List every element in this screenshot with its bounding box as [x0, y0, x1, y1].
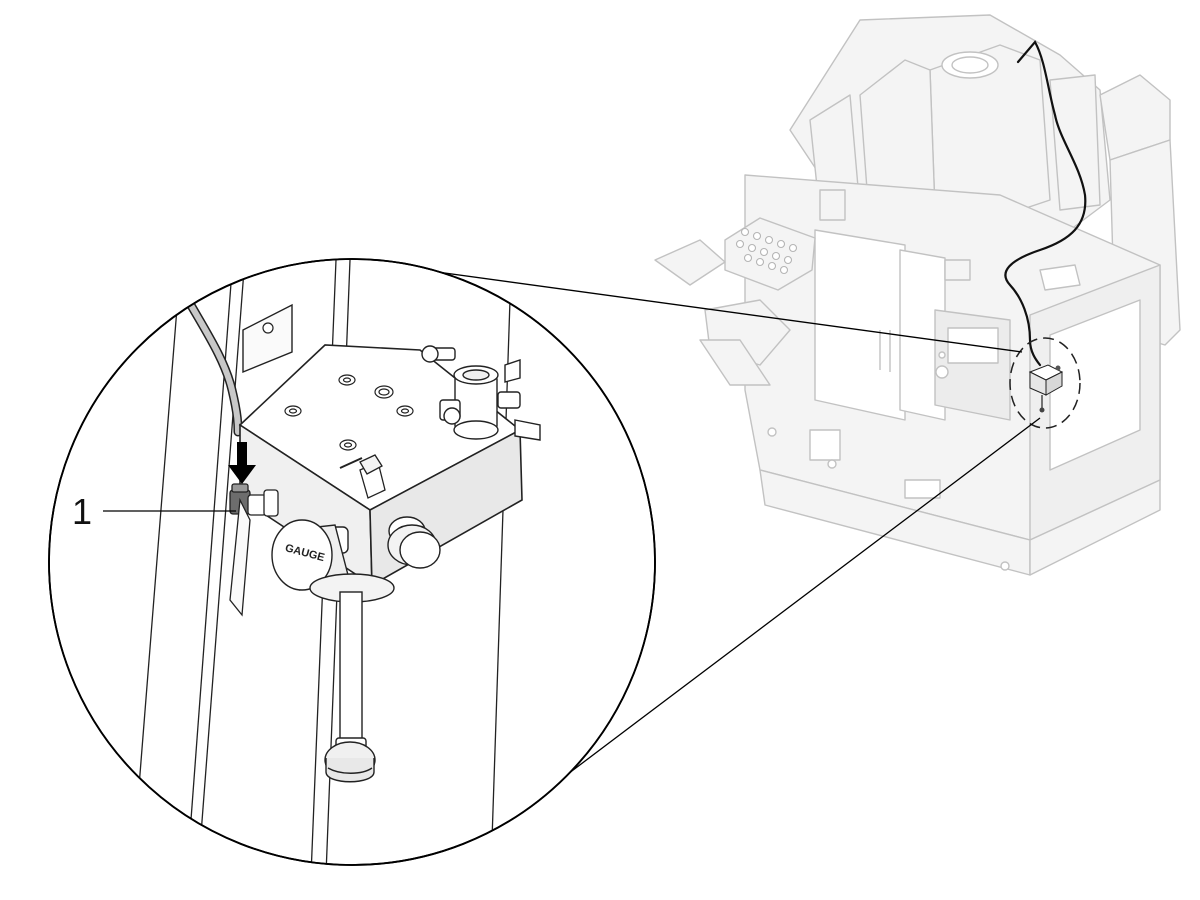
- drain-assembly: [309, 573, 395, 783]
- callout-number: 1: [72, 491, 92, 532]
- air-hose: [1004, 40, 1087, 367]
- tool-carousel-pockets: [735, 227, 798, 275]
- machine-overview: [654, 14, 1181, 576]
- regulator-location: [1009, 337, 1081, 429]
- gauge-knob: [271, 519, 349, 591]
- detail-view: GAUGE: [129, 259, 541, 865]
- magnifier-leader-top: [407, 267, 1023, 353]
- insert-arrow: [228, 442, 256, 484]
- magnifier-leader-bottom: [539, 417, 1041, 796]
- detail-circle-border: [48, 258, 656, 866]
- adjust-knob: [387, 516, 441, 569]
